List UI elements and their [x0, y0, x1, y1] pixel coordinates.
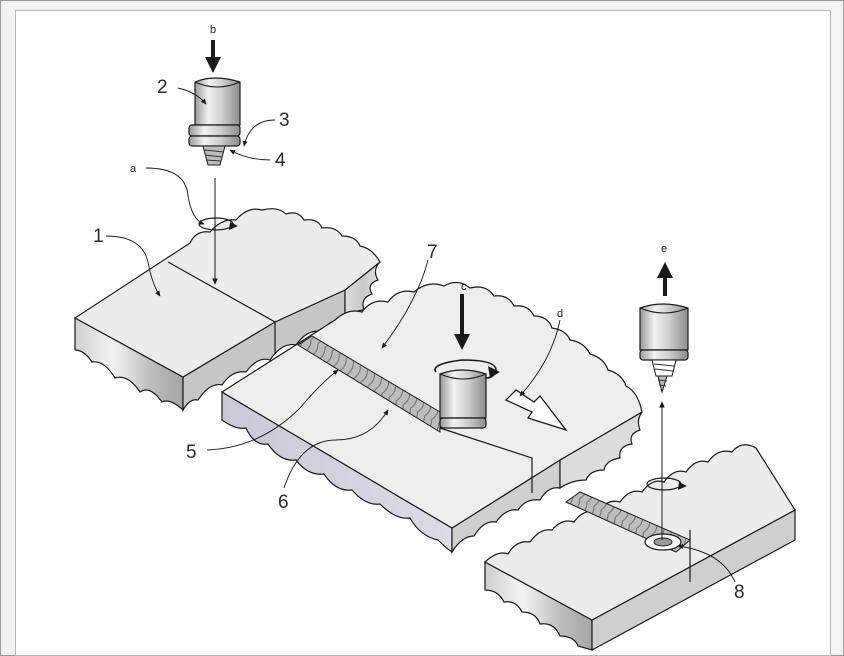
- label-d: d: [557, 308, 563, 320]
- right-plate: [483, 444, 796, 652]
- label-e: e: [661, 243, 667, 255]
- callout-labels: b 2 3 4 a 1 7 c d e 5 6 8: [93, 24, 745, 603]
- label-1: 1: [93, 226, 104, 247]
- label-8: 8: [734, 582, 745, 603]
- middle-plate: [220, 281, 643, 555]
- label-5: 5: [186, 442, 197, 463]
- label-7: 7: [427, 242, 438, 263]
- label-b: b: [210, 24, 216, 36]
- tool-plunge: [188, 77, 241, 166]
- label-2: 2: [157, 77, 168, 98]
- label-3: 3: [279, 110, 290, 131]
- label-c: c: [461, 281, 467, 293]
- label-4: 4: [275, 150, 286, 171]
- leader-lines: [105, 87, 736, 583]
- motion-arrows: [198, 40, 687, 540]
- tool-retract: [639, 303, 689, 394]
- left-plate: [73, 208, 381, 413]
- label-a: a: [130, 163, 137, 175]
- tool-traverse: [434, 359, 500, 429]
- label-6: 6: [278, 492, 289, 513]
